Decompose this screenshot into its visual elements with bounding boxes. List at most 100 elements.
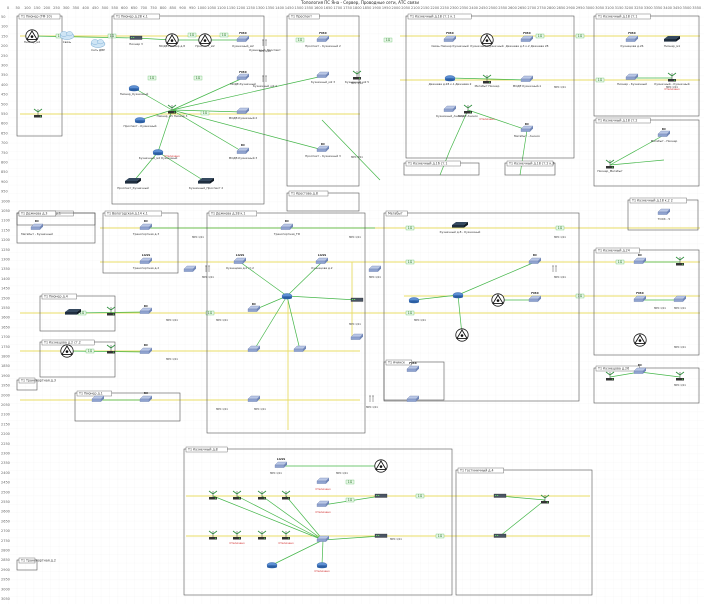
network-device[interactable]	[208, 490, 218, 500]
switch-icon[interactable]	[368, 265, 382, 272]
network-device[interactable]	[675, 256, 685, 266]
network-device[interactable]	[91, 395, 105, 402]
antenna-icon[interactable]	[257, 490, 267, 500]
switch-icon[interactable]	[293, 345, 307, 352]
access-link[interactable]	[457, 294, 463, 336]
switch-icon[interactable]	[315, 257, 329, 264]
network-device[interactable]	[281, 490, 291, 500]
access-link[interactable]	[171, 109, 244, 153]
network-node[interactable]: Связь	[59, 31, 75, 45]
switch-icon[interactable]	[236, 35, 250, 42]
switch-icon[interactable]	[183, 265, 197, 272]
network-device[interactable]	[675, 371, 685, 381]
router-icon[interactable]	[281, 293, 293, 300]
network-node[interactable]: Кузнечный - Кузнечный	[654, 72, 690, 86]
network-device[interactable]	[106, 344, 116, 354]
network-device[interactable]	[316, 562, 328, 569]
access-link[interactable]	[413, 294, 459, 301]
tower-icon[interactable]	[374, 459, 388, 473]
network-node[interactable]: Дежнева д.3 к.2 Дежнева 28	[506, 35, 549, 48]
switch-icon[interactable]	[528, 295, 542, 302]
network-device[interactable]	[106, 306, 116, 316]
network-device[interactable]	[528, 295, 542, 302]
access-link[interactable]	[322, 535, 382, 541]
access-link[interactable]	[449, 77, 528, 81]
port-icon[interactable]	[205, 265, 210, 272]
network-node[interactable]: МОДЕ-Кузнечный 2	[229, 107, 258, 120]
group-frame[interactable]: Мегабыт	[383, 210, 580, 402]
switch-icon[interactable]	[625, 35, 639, 42]
network-device[interactable]	[408, 297, 420, 304]
network-device[interactable]	[139, 307, 153, 314]
access-link[interactable]	[609, 159, 665, 166]
tower-icon[interactable]	[25, 29, 39, 43]
group-frame[interactable]: Т1 Вологодская д.14 к.1	[102, 210, 179, 274]
cloud-icon[interactable]	[59, 31, 75, 40]
access-link[interactable]	[253, 295, 288, 351]
modem-icon[interactable]	[350, 297, 364, 302]
port-icon[interactable]	[369, 395, 374, 402]
antenna-icon[interactable]	[33, 108, 43, 118]
network-node[interactable]: Связь Пионер Кузнечный	[431, 35, 469, 48]
network-node[interactable]: Мегабыт - Ачинск	[514, 125, 540, 138]
modem-icon[interactable]	[493, 533, 507, 538]
network-device[interactable]	[493, 533, 507, 538]
antenna-icon[interactable]	[605, 371, 615, 381]
network-node[interactable]: МОДЕ-Пионер д.8	[159, 33, 185, 48]
group-frame[interactable]: Т1 Кузнечный д.18 к.2 2	[627, 197, 699, 231]
access-link[interactable]	[271, 539, 324, 566]
tower-icon[interactable]	[165, 33, 179, 47]
access-link[interactable]	[286, 295, 301, 351]
access-link[interactable]	[212, 495, 324, 541]
group-frame[interactable]: Т1 Гостиничный д.4	[455, 467, 593, 596]
server-icon[interactable]	[664, 36, 680, 42]
switch-icon[interactable]	[280, 223, 294, 230]
network-device[interactable]	[247, 345, 261, 352]
antenna-icon[interactable]	[106, 344, 116, 354]
access-link[interactable]	[519, 129, 528, 176]
switch-icon[interactable]	[316, 477, 330, 484]
network-node[interactable]: Пионер_м2	[24, 29, 40, 44]
group-frame[interactable]: Т1 Транспортная д.3	[16, 377, 56, 391]
switch-icon[interactable]	[91, 395, 105, 402]
network-device[interactable]	[369, 395, 374, 402]
group-frame[interactable]: Т1 Кузнечный д.18 ст.2	[593, 117, 700, 187]
network-device[interactable]	[257, 490, 267, 500]
tower-icon[interactable]	[491, 293, 505, 307]
access-link[interactable]	[499, 499, 546, 537]
network-node[interactable]: ТОСК - 5	[657, 208, 671, 221]
network-device[interactable]	[257, 530, 267, 540]
router-icon[interactable]	[444, 75, 456, 82]
antenna-icon[interactable]	[675, 256, 685, 266]
network-device[interactable]	[406, 365, 420, 372]
switch-icon[interactable]	[673, 295, 687, 302]
group-frame[interactable]: Т1 Пионер д.28 к.1	[111, 13, 265, 205]
network-node[interactable]: Проспект - Кузнечный	[124, 117, 157, 129]
switch-icon[interactable]	[139, 395, 153, 402]
router-icon[interactable]	[128, 85, 140, 92]
access-link[interactable]	[467, 109, 528, 131]
modem-icon[interactable]	[493, 493, 507, 498]
network-device[interactable]	[406, 395, 420, 402]
network-node[interactable]: Мегабыт - Кузнечный	[21, 223, 53, 236]
port-icon[interactable]	[262, 39, 267, 46]
network-device[interactable]	[281, 293, 293, 300]
port-icon[interactable]	[262, 75, 267, 82]
network-node[interactable]: Мегабыт - Пионер	[651, 130, 678, 143]
group-frame[interactable]: Т1 Кузнечный д.8	[183, 446, 453, 596]
access-link[interactable]	[286, 295, 358, 301]
router-icon[interactable]	[266, 562, 278, 569]
network-device[interactable]	[205, 265, 210, 272]
network-node[interactable]: Сеть ДВР	[90, 39, 106, 53]
switch-icon[interactable]	[406, 365, 420, 372]
network-device[interactable]	[368, 265, 382, 272]
access-link[interactable]	[239, 261, 288, 297]
antenna-icon[interactable]	[208, 490, 218, 500]
network-device[interactable]	[374, 459, 388, 473]
network-device[interactable]	[540, 494, 550, 504]
network-device[interactable]	[247, 305, 261, 312]
switch-icon[interactable]	[236, 107, 250, 114]
network-node[interactable]: Транспортная д.3	[132, 223, 159, 236]
group-frame[interactable]: Т1 Транспортная д.2	[16, 557, 56, 571]
